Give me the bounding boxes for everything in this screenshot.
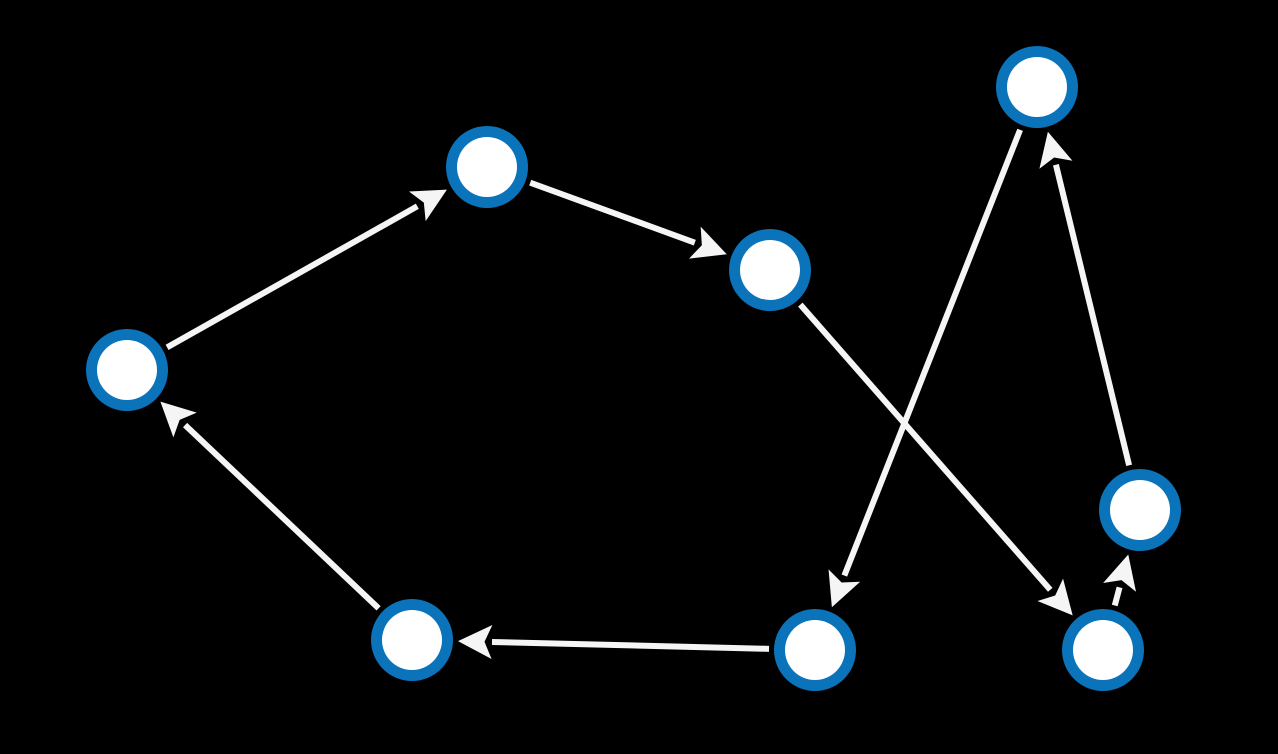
graph-edge[interactable]: [165, 189, 447, 351]
graph-edge[interactable]: [457, 624, 770, 659]
graph-node[interactable]: [1062, 609, 1144, 691]
edge-shaft: [841, 128, 1023, 577]
edge-arrowhead: [408, 189, 447, 222]
edge-shaft: [529, 179, 696, 246]
edge-shaft: [798, 302, 1053, 592]
graph-edge[interactable]: [529, 179, 727, 259]
graph-node[interactable]: [996, 46, 1078, 128]
graph-edge[interactable]: [1039, 131, 1133, 467]
graph-node[interactable]: [774, 609, 856, 691]
graph-edge[interactable]: [1103, 554, 1136, 607]
edge-arrowhead: [1039, 131, 1073, 169]
graph-node[interactable]: [729, 229, 811, 311]
graph-node[interactable]: [86, 329, 168, 411]
graph-edge[interactable]: [798, 302, 1073, 616]
node-core: [1073, 620, 1133, 680]
edge-shaft: [183, 422, 381, 611]
node-core: [457, 137, 517, 197]
edge-arrowhead: [457, 624, 493, 659]
node-core: [382, 610, 442, 670]
edge-arrowhead: [1037, 578, 1073, 616]
node-core: [740, 240, 800, 300]
edge-shaft: [165, 203, 419, 351]
node-core: [97, 340, 157, 400]
edge-arrowhead: [689, 226, 727, 259]
edge-shaft: [1111, 586, 1123, 607]
node-core: [1007, 57, 1067, 117]
edges-layer: [160, 128, 1136, 659]
graph-node[interactable]: [1099, 469, 1181, 551]
edge-arrowhead: [160, 401, 197, 438]
edge-arrowhead: [1103, 554, 1136, 592]
edge-arrowhead: [828, 569, 861, 608]
edge-shaft: [1053, 164, 1133, 467]
nodes-layer: [86, 46, 1181, 691]
node-core: [785, 620, 845, 680]
graph-edge[interactable]: [160, 401, 381, 611]
graph-node[interactable]: [371, 599, 453, 681]
edge-shaft: [491, 638, 770, 652]
node-core: [1110, 480, 1170, 540]
graph-node[interactable]: [446, 126, 528, 208]
graph-edge[interactable]: [828, 128, 1023, 608]
